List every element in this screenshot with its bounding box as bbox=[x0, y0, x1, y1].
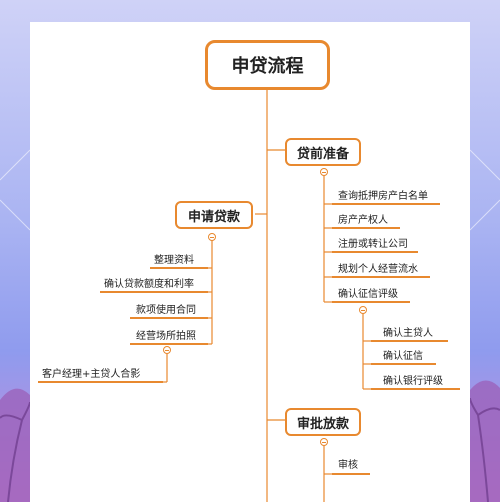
collapse-icon[interactable] bbox=[320, 168, 328, 176]
apply-item-amount-rate[interactable]: 确认贷款额度和利率 bbox=[104, 279, 194, 290]
branch-approve[interactable]: 审批放款 bbox=[285, 408, 361, 436]
root-node[interactable]: 申贷流程 bbox=[205, 40, 330, 90]
credit-item-bank-rating[interactable]: 确认银行评级 bbox=[383, 376, 443, 387]
collapse-icon[interactable] bbox=[208, 233, 216, 241]
apply-item-group-photo[interactable]: 客户经理+主贷人合影 bbox=[42, 369, 141, 380]
collapse-icon[interactable] bbox=[359, 306, 367, 314]
prep-item-whitelist[interactable]: 查询抵押房产白名单 bbox=[338, 191, 428, 202]
prep-item-owner[interactable]: 房产产权人 bbox=[338, 215, 388, 226]
branch-prep[interactable]: 贷前准备 bbox=[285, 138, 361, 166]
prep-item-cashflow[interactable]: 规划个人经营流水 bbox=[338, 264, 418, 275]
apply-item-contract[interactable]: 款项使用合同 bbox=[136, 305, 196, 316]
credit-item-borrower[interactable]: 确认主贷人 bbox=[383, 328, 433, 339]
prep-item-company[interactable]: 注册或转让公司 bbox=[338, 239, 408, 250]
apply-item-photo[interactable]: 经营场所拍照 bbox=[136, 331, 196, 342]
collapse-icon[interactable] bbox=[320, 438, 328, 446]
approve-item-review[interactable]: 审核 bbox=[338, 460, 358, 471]
collapse-icon[interactable] bbox=[163, 346, 171, 354]
branch-apply[interactable]: 申请贷款 bbox=[175, 201, 253, 229]
credit-item-check[interactable]: 确认征信 bbox=[383, 351, 423, 362]
prep-item-credit[interactable]: 确认征信评级 bbox=[338, 289, 398, 300]
apply-item-documents[interactable]: 整理资料 bbox=[154, 255, 194, 266]
diagram-canvas bbox=[30, 22, 470, 502]
